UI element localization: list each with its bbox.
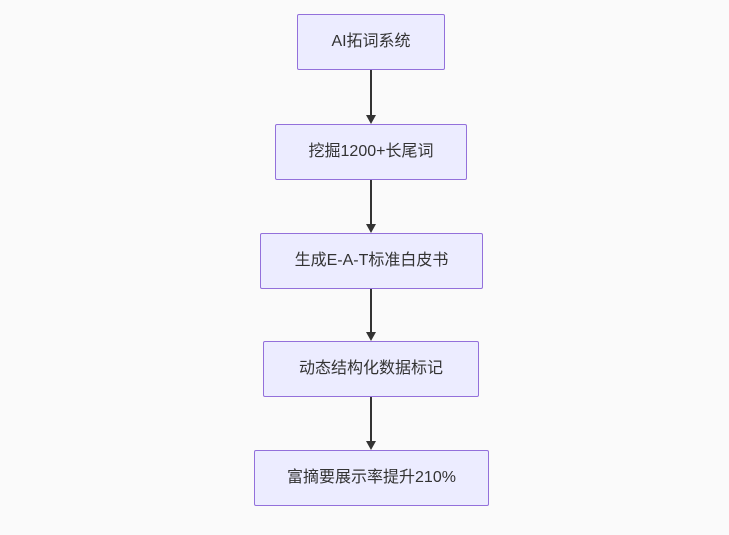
- flow-node-label: 动态结构化数据标记: [298, 360, 443, 378]
- flow-node-longtail-mining: 挖掘1200+长尾词: [275, 124, 467, 180]
- flow-node-ai-word-system: AI拓词系统: [297, 14, 445, 70]
- flow-node-structured-data: 动态结构化数据标记: [263, 341, 479, 397]
- edge-line: [370, 70, 372, 115]
- flow-edge-3: [365, 289, 377, 341]
- flow-edge-4: [365, 397, 377, 450]
- edge-line: [370, 180, 372, 224]
- arrowhead-down-icon: [366, 115, 376, 124]
- flow-node-eat-whitepaper: 生成E-A-T标准白皮书: [260, 233, 483, 289]
- arrowhead-down-icon: [366, 224, 376, 233]
- flow-node-rich-snippet-result: 富摘要展示率提升210%: [254, 450, 489, 506]
- flow-edge-1: [365, 70, 377, 124]
- flow-edge-2: [365, 180, 377, 233]
- flow-node-label: 富摘要展示率提升210%: [287, 469, 456, 487]
- arrowhead-down-icon: [366, 441, 376, 450]
- flow-node-label: 挖掘1200+长尾词: [308, 143, 434, 161]
- edge-line: [370, 289, 372, 332]
- flow-node-label: AI拓词系统: [331, 33, 411, 51]
- arrowhead-down-icon: [366, 332, 376, 341]
- flow-node-label: 生成E-A-T标准白皮书: [294, 252, 449, 270]
- edge-line: [370, 397, 372, 441]
